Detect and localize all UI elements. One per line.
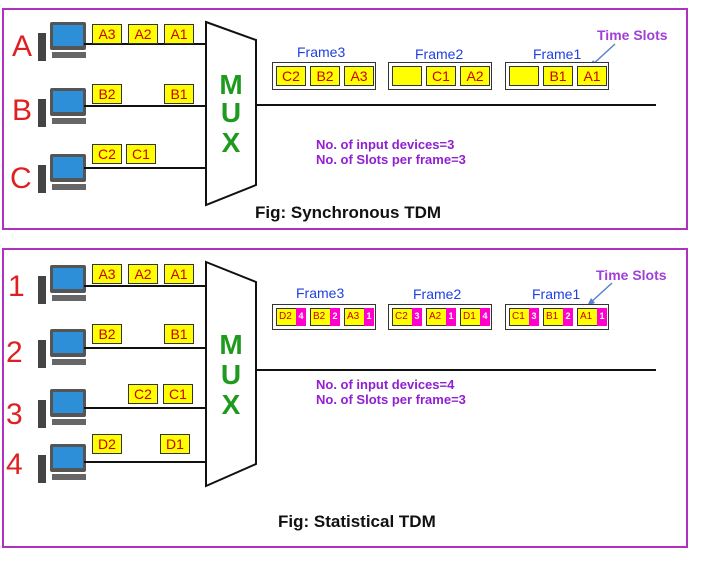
device-tag: 4	[480, 308, 490, 326]
device-label-c: C	[10, 162, 32, 195]
frame-slot-empty	[392, 66, 422, 86]
device-tag: 2	[563, 308, 573, 326]
info-input-devices-stat: No. of input devices=4	[316, 377, 455, 392]
mux-letter-u: U	[220, 359, 242, 390]
device-label-2: 2	[6, 336, 23, 369]
frame-label-2: Frame2	[413, 286, 462, 302]
frame-slot: A3	[344, 66, 374, 86]
frame-slot: A1 1	[577, 308, 607, 326]
input-slot-a1: A1	[164, 264, 194, 284]
frame-slot: C2	[276, 66, 306, 86]
frame-slot: D2 4	[276, 308, 306, 326]
input-slot-b2: B2	[92, 84, 122, 104]
frame-label-3: Frame3	[296, 285, 345, 301]
frame-slot: C1 3	[509, 308, 539, 326]
frame-box-2: C2 3 A2 1 D1 4	[388, 304, 492, 330]
mux-letter-u: U	[220, 97, 242, 128]
input-slot-b1: B1	[164, 324, 194, 344]
mux-letter-m: M	[219, 329, 243, 360]
computer-icon-3	[38, 389, 86, 428]
frame-box-2: C1 A2	[388, 62, 492, 90]
device-label-4: 4	[6, 448, 23, 481]
frame-label-3: Frame3	[297, 44, 346, 60]
frame-label-2: Frame2	[415, 46, 464, 62]
device-tag: 1	[364, 308, 374, 326]
input-slot-c1: C1	[163, 384, 193, 404]
device-label-3: 3	[6, 398, 23, 431]
computer-icon-4	[38, 444, 86, 483]
device-tag: 3	[412, 308, 422, 326]
input-slot-a2: A2	[128, 24, 158, 44]
device-tag: 1	[597, 308, 607, 326]
input-slot-a1: A1	[164, 24, 194, 44]
device-tag: 2	[330, 308, 340, 326]
device-label-a: A	[12, 30, 33, 63]
mux-letter-x: X	[221, 127, 241, 158]
input-slot-c2: C2	[128, 384, 158, 404]
time-slots-label-sync: Time Slots	[597, 27, 668, 43]
frame-label-1: Frame1	[532, 286, 581, 302]
mux-letter-x: X	[221, 389, 241, 420]
frame-slot: A2	[460, 66, 490, 86]
frame-box-3: C2 B2 A3	[272, 62, 376, 90]
device-label-b: B	[12, 94, 33, 127]
device-tag: 4	[296, 308, 306, 326]
frame-slot: B2 2	[310, 308, 340, 326]
frame-label-1: Frame1	[533, 46, 582, 62]
frame-slot-empty	[509, 66, 539, 86]
frame-box-3: D2 4 B2 2 A3 1	[272, 304, 376, 330]
synchronous-tdm-panel	[2, 8, 688, 230]
frame-box-1: B1 A1	[505, 62, 609, 90]
mux-shape-stat	[205, 260, 257, 488]
statistical-tdm-panel	[2, 248, 688, 548]
frame-slot: A1	[577, 66, 607, 86]
mux-letter-m: M	[219, 69, 243, 100]
device-tag: 1	[446, 308, 456, 326]
computer-icon-1	[38, 265, 86, 304]
device-label-1: 1	[8, 270, 25, 303]
frame-slot: D1 4	[460, 308, 490, 326]
frame-slot: B1	[543, 66, 573, 86]
frame-slot: C2 3	[392, 308, 422, 326]
frame-slot: B1 2	[543, 308, 573, 326]
frame-box-1: C1 3 B1 2 A1 1	[505, 304, 609, 330]
info-input-devices-sync: No. of input devices=3	[316, 137, 455, 152]
input-slot-b1: B1	[164, 84, 194, 104]
input-slot-d1: D1	[160, 434, 190, 454]
caption-sync: Fig: Synchronous TDM	[255, 203, 442, 222]
input-slot-b2: B2	[92, 324, 122, 344]
mux-shape-sync	[205, 20, 257, 207]
info-slots-per-frame-sync: No. of Slots per frame=3	[316, 152, 466, 167]
frame-slot: A2 1	[426, 308, 456, 326]
input-slot-d2: D2	[92, 434, 122, 454]
input-slot-a3: A3	[92, 24, 122, 44]
device-tag: 3	[529, 308, 539, 326]
caption-stat: Fig: Statistical TDM	[278, 512, 436, 531]
computer-icon-a	[38, 22, 86, 61]
input-slot-a3: A3	[92, 264, 122, 284]
input-slot-a2: A2	[128, 264, 158, 284]
input-slot-c1: C1	[126, 144, 156, 164]
info-slots-per-frame-stat: No. of Slots per frame=3	[316, 392, 466, 407]
computer-icon-2	[38, 329, 86, 368]
computer-icon-c	[38, 154, 86, 193]
computer-icon-b	[38, 88, 86, 127]
frame-slot: B2	[310, 66, 340, 86]
input-slot-c2: C2	[92, 144, 122, 164]
frame-slot: A3 1	[344, 308, 374, 326]
frame-slot: C1	[426, 66, 456, 86]
time-slots-label-stat: Time Slots	[596, 267, 667, 283]
